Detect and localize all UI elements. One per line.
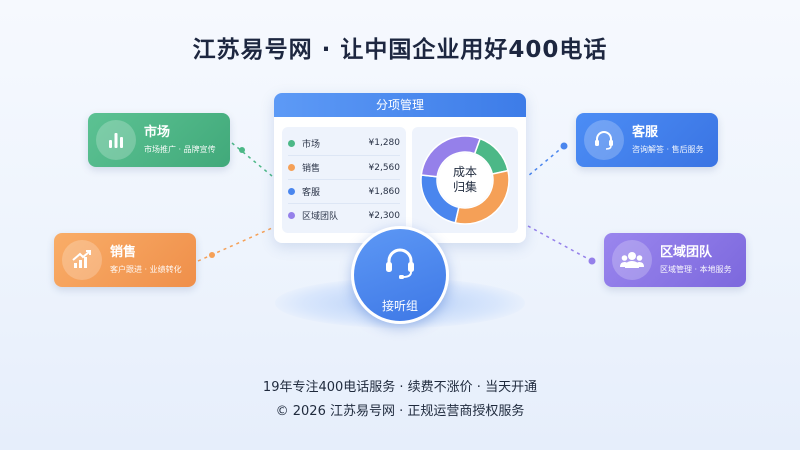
- card-service[interactable]: 客服 咨询解答 · 售后服务: [576, 113, 718, 167]
- headset-icon: [382, 245, 418, 285]
- donut-label-line2: 归集: [452, 180, 477, 194]
- cost-table: 市场 ¥1,280 销售 ¥2,560 客服 ¥1,860 区域团队 ¥2,30…: [282, 127, 406, 233]
- donut-label-line1: 成本: [452, 165, 477, 179]
- donut-slice: [420, 135, 482, 178]
- card-market[interactable]: 市场 市场推广 · 品牌宣传: [88, 113, 230, 167]
- legend-dot-region: [288, 212, 295, 219]
- card-sales-name: 销售: [110, 244, 137, 260]
- team-icon: [612, 240, 652, 280]
- panel-header: 分项管理: [274, 93, 526, 117]
- connector-region: [527, 225, 593, 262]
- connector-service: [527, 145, 565, 177]
- bar-chart-icon: [96, 120, 136, 160]
- donut-hole: [438, 153, 492, 207]
- connector-dot-region: [588, 257, 596, 265]
- connector-sales: [197, 227, 273, 262]
- cost-management-panel: 分项管理 市场 ¥1,280 销售 ¥2,560 客服 ¥1,860 区域团队 …: [274, 93, 526, 243]
- row-label: 销售: [302, 164, 321, 174]
- connector-dot-sales: [209, 252, 215, 258]
- card-sales[interactable]: 销售 客户跟进 · 业绩转化: [54, 233, 196, 287]
- card-region-sub: 区域管理 · 本地服务: [660, 264, 732, 274]
- card-service-sub: 咨询解答 · 售后服务: [632, 144, 704, 154]
- card-market-sub: 市场推广 · 品牌宣传: [144, 144, 216, 154]
- card-region-name: 区域团队: [660, 244, 713, 260]
- headset-icon: [584, 120, 624, 160]
- growth-chart-icon: [62, 240, 102, 280]
- page-title: 江苏易号网 · 让中国企业用好400电话: [192, 37, 608, 63]
- row-value: ¥2,560: [368, 162, 401, 173]
- connector-dot-market: [239, 147, 245, 153]
- connector-market: [231, 142, 273, 177]
- donut-center-label: 成本 归集: [412, 165, 518, 195]
- row-value: ¥1,860: [368, 186, 401, 197]
- legend-dot-market: [288, 139, 295, 147]
- table-row: 客服 ¥1,860: [288, 179, 400, 203]
- hub-answer-group[interactable]: 接听组: [351, 226, 449, 324]
- row-label: 区域团队: [302, 212, 339, 222]
- footer-copyright: © 2026 江苏易号网 · 正规运营商授权服务: [275, 404, 525, 419]
- card-region[interactable]: 区域团队 区域管理 · 本地服务: [604, 233, 746, 287]
- hub-label: 接听组: [381, 299, 418, 313]
- table-row: 区域团队 ¥2,300: [288, 203, 400, 227]
- legend-dot-sales: [288, 164, 295, 171]
- legend-dot-service: [288, 188, 295, 195]
- row-value: ¥1,280: [368, 138, 401, 148]
- connector-dot-service: [560, 142, 568, 150]
- table-row: 市场 ¥1,280: [288, 131, 400, 155]
- table-row: 销售 ¥2,560: [288, 155, 400, 179]
- row-label: 市场: [302, 139, 321, 150]
- cost-donut-chart: 成本 归集: [412, 127, 518, 233]
- card-market-name: 市场: [144, 124, 171, 140]
- donut-svg: [420, 135, 510, 225]
- card-sales-sub: 客户跟进 · 业绩转化: [110, 264, 182, 274]
- row-value: ¥2,300: [368, 210, 401, 221]
- footer-tagline: 19年专注400电话服务 · 续费不涨价 · 当天开通: [262, 380, 538, 395]
- row-label: 客服: [302, 188, 321, 198]
- card-service-name: 客服: [632, 124, 659, 140]
